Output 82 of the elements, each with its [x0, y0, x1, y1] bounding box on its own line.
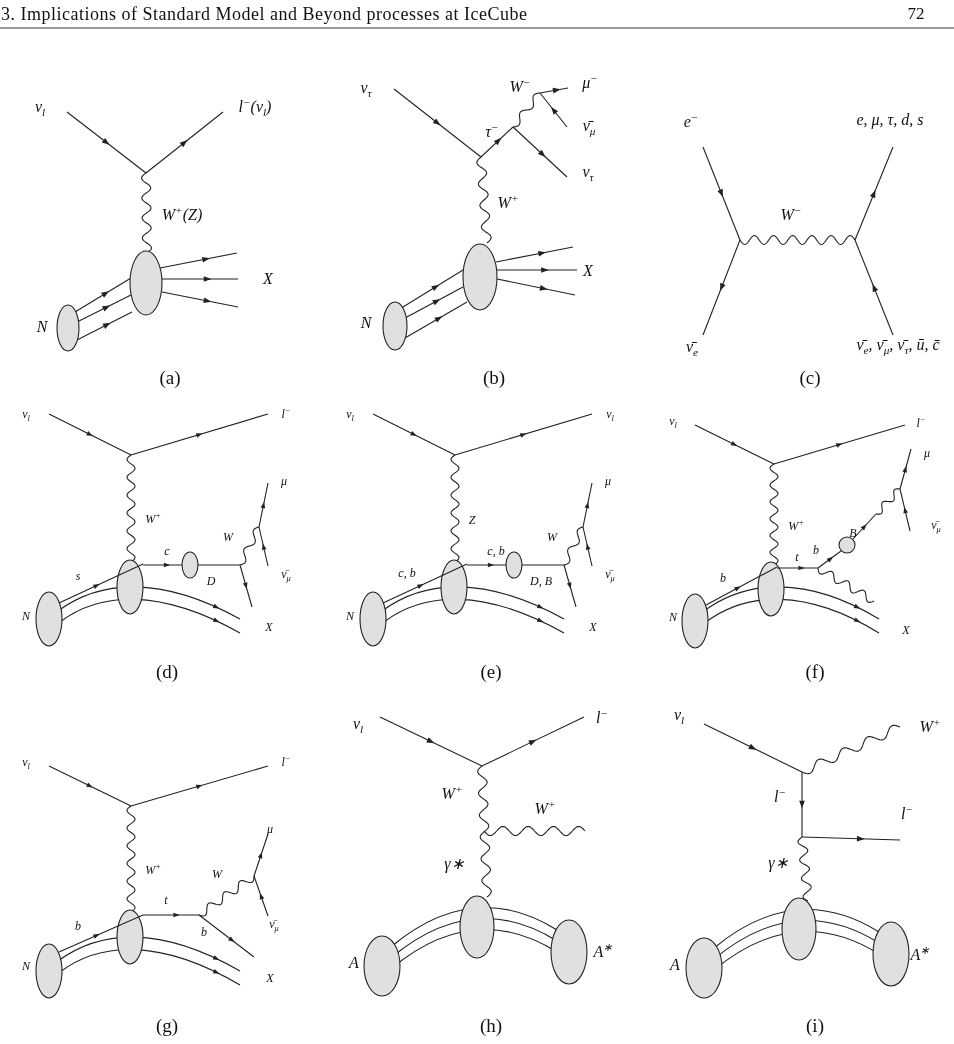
particle-label: D: [206, 575, 216, 587]
particle-label: ν$_{τ}$: [360, 80, 372, 96]
particle-label: l$^{−}$: [281, 408, 291, 420]
particle-label: t: [164, 894, 168, 906]
particle-label: e$^{−}$: [683, 114, 699, 130]
particle-label: W$^{+}$: [441, 786, 463, 802]
particle-label: ν$_{l}$: [673, 707, 685, 723]
particle-label: A$^{∗}$: [910, 947, 930, 963]
particle-label: l$^{−}$: [281, 756, 291, 768]
particle-label: X: [583, 263, 593, 279]
subfigure-caption: (h): [479, 1015, 503, 1035]
particle-label: τ$^{−}$: [485, 124, 499, 140]
particle-label: X: [589, 621, 597, 633]
particle-label: ν$_{l}$: [352, 716, 364, 732]
particle-label: ν$_{l}$: [346, 408, 354, 420]
particle-label: W$^{+}$: [919, 719, 941, 735]
particle-label: μ$^{−}$: [582, 75, 598, 91]
particle-label: N: [36, 319, 48, 335]
particle-label: μ: [281, 475, 287, 487]
particle-label: b: [720, 572, 726, 584]
particle-label: e, μ, τ, d, s: [856, 112, 924, 128]
particle-label: l$^{−}$: [901, 806, 913, 822]
particle-label: W$^{−}$: [509, 79, 531, 95]
subfigure-caption: (e): [480, 661, 502, 681]
particle-label: ν̄$_{e}$: [685, 339, 699, 355]
particle-label: W: [547, 531, 557, 543]
particle-label: W$^{−}$: [780, 207, 802, 223]
particle-label: D, B: [530, 575, 552, 587]
particle-label: ν$_{τ}$: [582, 164, 594, 180]
particle-label: W$^{+}$: [534, 801, 556, 817]
particle-label: W$^{+}$: [145, 513, 161, 525]
particle-label: c, b: [398, 567, 416, 579]
particle-label: c, b: [487, 545, 505, 557]
subfigure-caption: (d): [155, 661, 179, 681]
particle-label: W$^{+}$: [145, 864, 161, 876]
particle-label: W$^{+}$: [497, 195, 519, 211]
particle-label: B: [849, 527, 857, 539]
particle-label: b: [75, 920, 81, 932]
particle-label: X: [265, 621, 273, 633]
particle-label: ν$_{l}$: [22, 408, 30, 420]
particle-label: l$^{−}$(ν$_{l}$): [238, 99, 272, 115]
particle-label: ν$_{l}$: [22, 756, 30, 768]
particle-label: l$^{−}$: [774, 789, 786, 805]
particle-label: l$^{−}$: [916, 417, 926, 429]
particle-label: μ: [605, 475, 611, 487]
subfigure-caption: (i): [806, 1015, 824, 1035]
particle-label: W: [212, 868, 222, 880]
particle-label: γ∗: [768, 855, 788, 871]
particle-label: μ: [924, 447, 930, 459]
particle-label: c: [164, 545, 170, 557]
particle-label: A: [670, 957, 680, 973]
particle-label: γ∗: [444, 856, 464, 872]
particle-label: s: [75, 570, 81, 582]
particle-label: W: [223, 531, 233, 543]
particle-label: b: [201, 926, 207, 938]
particle-label: b: [813, 544, 819, 556]
particle-label: X: [263, 271, 273, 287]
particle-label: Z: [468, 514, 476, 526]
page-title: 3. Implications of Standard Model and Beyond processes at IceCube: [1, 5, 528, 23]
subfigure-caption: (a): [159, 367, 181, 387]
particle-label: N: [669, 611, 677, 623]
particle-label: A: [349, 955, 359, 971]
subfigure-caption: (g): [155, 1015, 179, 1035]
particle-label: l$^{−}$: [596, 710, 608, 726]
particle-label: N: [22, 610, 30, 622]
particle-label: W$^{+}$(Z): [161, 207, 203, 223]
particle-label: N: [360, 315, 372, 331]
subfigure-caption: (b): [482, 367, 506, 387]
particle-label: μ: [267, 823, 273, 835]
particle-label: X: [902, 624, 910, 636]
particle-label: N: [22, 960, 30, 972]
page-number: 72: [907, 4, 925, 22]
particle-label: N: [346, 610, 354, 622]
particle-label: ν$_{l}$: [669, 415, 677, 427]
particle-label: X: [266, 972, 274, 984]
particle-label: ν$_{l}$: [34, 99, 46, 115]
particle-label: W$^{+}$: [788, 520, 804, 532]
particle-label: A$^{∗}$: [593, 944, 613, 960]
subfigure-caption: (f): [805, 661, 825, 681]
subfigure-caption: (c): [799, 367, 821, 387]
particle-label: ν$_{l}$: [606, 408, 614, 420]
particle-label: t: [795, 551, 799, 563]
